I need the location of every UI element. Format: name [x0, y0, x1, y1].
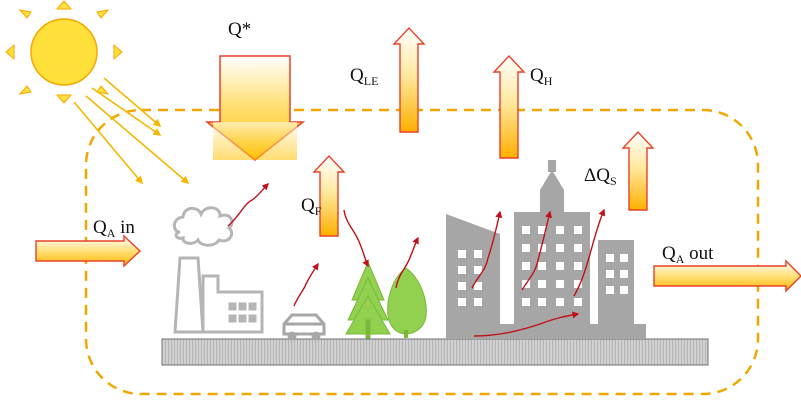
- storage-heat-arrow: [621, 130, 655, 211]
- factory-icon: [172, 206, 264, 334]
- latent-heat-arrow: [392, 26, 426, 133]
- net-radiation-arrow-base: [213, 122, 297, 160]
- latent-heat-label: QLE: [350, 65, 379, 88]
- ground-surface: [161, 338, 709, 366]
- anthropogenic-heat-arrow: [312, 154, 346, 237]
- sun-icon: [5, 0, 123, 104]
- sensible-heat-arrow: [492, 54, 526, 159]
- advection-in-arrow: [35, 234, 142, 268]
- deciduous-tree-icon: [387, 267, 427, 338]
- building-windows: [458, 226, 628, 306]
- advection-in-label: QA in: [93, 217, 135, 240]
- sensible-heat-label: QH: [530, 65, 553, 88]
- advection-out-arrow: [653, 259, 801, 293]
- system-boundary: [84, 108, 760, 396]
- anthropogenic-heat-label: QF: [301, 195, 322, 218]
- conifer-tree-icon: [345, 260, 391, 339]
- car-icon: [282, 313, 326, 341]
- solar-radiation-rays: [73, 77, 190, 185]
- heat-flux-arrows: [227, 183, 606, 337]
- storage-heat-label: ΔQS: [584, 165, 617, 188]
- net-radiation-label: Q*: [228, 19, 252, 40]
- advection-out-label: QA out: [662, 243, 714, 266]
